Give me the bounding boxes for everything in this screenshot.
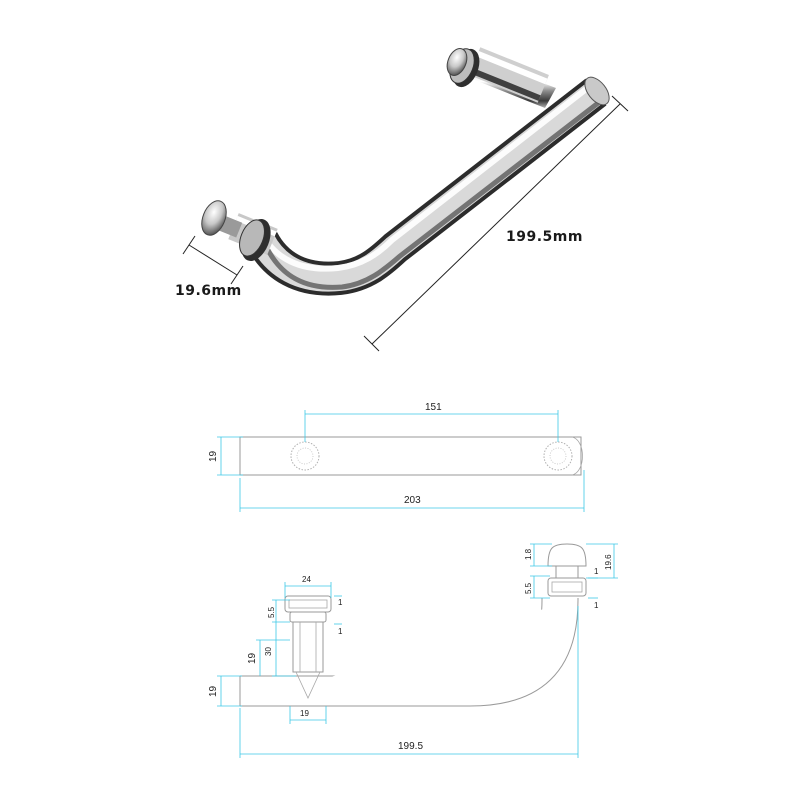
dim-19-6-label: 19.6 [604,554,613,570]
length-label: 199.5mm [506,229,583,245]
dim-right-1d-label: 1 [594,601,599,610]
top-view-drawing: 151 203 19 [208,402,585,512]
dim-right-1c-label: 1 [594,567,599,576]
top-bar-right-end [571,436,583,476]
dim-151-label: 151 [425,402,442,413]
left-hole-inner [296,447,314,465]
side-tube-inner [240,598,579,707]
dim-19-bar-label: 19 [208,685,219,697]
right-post-shine [476,50,548,85]
dim-left-1b-label: 1 [338,627,343,636]
length-dim-line [371,103,621,345]
right-mount-stem [555,565,579,579]
dim-1-8-label: 1.8 [524,548,533,560]
diameter-dim-tick-a [182,235,196,255]
left-mount-base-inner [288,599,328,609]
left-knob [201,200,227,236]
left-washer-ring [239,219,265,257]
dim-19-bottom-label: 19 [300,709,309,718]
left-mount-base [284,595,332,613]
handle-tube-dark-band [265,98,604,290]
dim-left-5-5-label: 5.5 [267,606,276,618]
left-hole [290,441,320,471]
right-mount-washer-inner [551,581,583,593]
dim-left-1a-label: 1 [338,598,343,607]
dim-24-label: 24 [302,575,311,584]
dim-203-label: 203 [404,495,421,506]
length-dim-tick-a [363,335,380,352]
dim-199-5-label: 199.5 [398,741,423,752]
handle-tube-highlight [259,83,592,272]
length-dim-tick-b [611,95,629,112]
right-post-shade [469,67,541,101]
dim-19-post-label: 19 [247,652,258,664]
dim-30-label: 30 [264,647,273,656]
right-mount-knob [547,543,587,567]
dim-19-top-label: 19 [208,450,219,462]
diameter-dim-line [188,244,238,276]
right-hole-inner [549,447,567,465]
handle-photo: 199.5mm 19.6mm [175,47,629,352]
tube-end-cap [584,76,610,106]
left-mount-post [292,621,324,673]
right-hole [543,441,573,471]
diameter-label: 19.6mm [175,283,242,299]
top-bar-outline [239,436,582,476]
dim-right-5-5-label: 5.5 [524,582,533,594]
right-mount-washer [547,577,587,597]
left-mount-collar [289,611,327,623]
side-view-drawing: 24 5.5 1 1 30 19 19 19 199.5 [208,543,618,758]
left-mount-point [295,671,321,699]
diameter-dim-tick-b [230,265,244,285]
right-knob [446,48,468,76]
